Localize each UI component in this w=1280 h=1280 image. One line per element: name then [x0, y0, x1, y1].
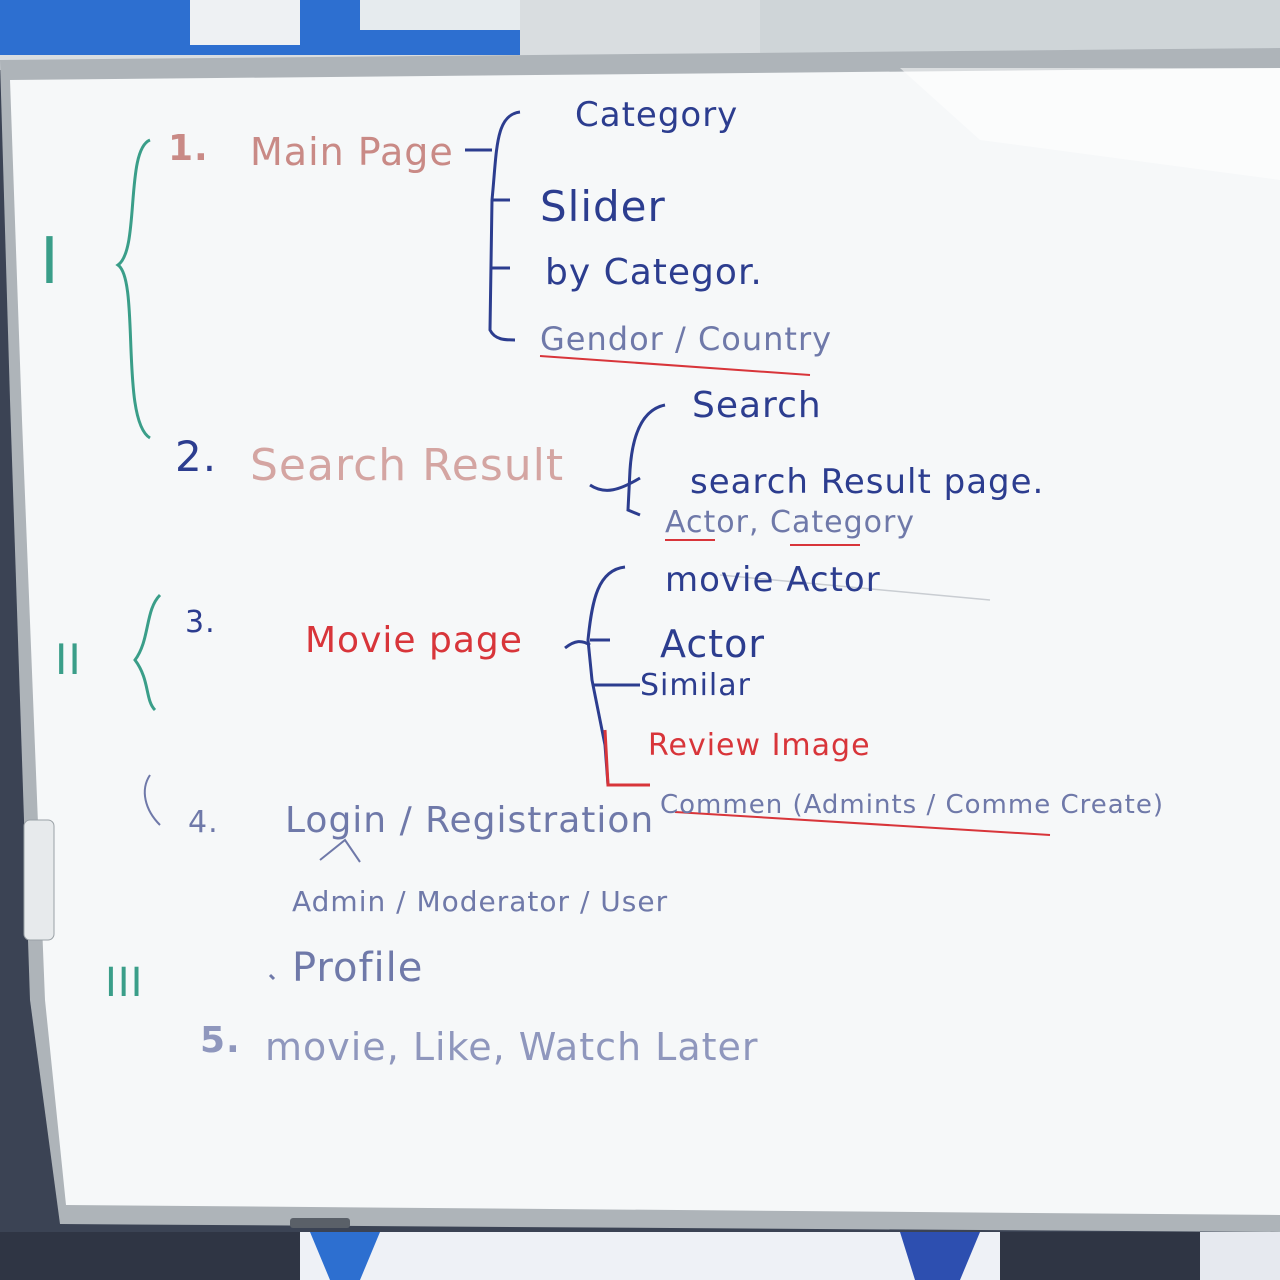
faint-line [719, 574, 991, 601]
search-result-child-1: Search [692, 385, 822, 426]
lower-poster-shape-2 [900, 1232, 980, 1280]
section-2-brace-lower [143, 774, 161, 826]
lower-poster-shape-1 [310, 1232, 380, 1280]
gender-country-underline [539, 355, 811, 376]
item-3-number: 3. [185, 605, 216, 640]
movie-page-child-3: Similar [640, 668, 751, 703]
section-1-numeral: I [40, 225, 60, 299]
board-surface [10, 68, 1280, 1215]
item-4-number: 4. [188, 805, 219, 840]
section-1-brace [115, 138, 151, 440]
main-page-child-4: Gendor / Country [540, 320, 833, 358]
poster-white-block [190, 0, 300, 45]
item-4-profile: Profile [292, 945, 424, 991]
movie-page-connector [564, 640, 591, 650]
item-5-text: movie, Like, Watch Later [265, 1025, 759, 1069]
movie-page-child-5: Commen (Admints / Comme Create) [660, 790, 1165, 820]
main-page-child-3: by Categor. [545, 252, 763, 293]
caret-mark [319, 838, 361, 863]
section-2-brace [133, 593, 162, 712]
marker-tray [290, 1218, 350, 1228]
movie-page-child-1: movie Actor [665, 560, 881, 600]
lower-poster-right [1200, 1232, 1280, 1280]
section-2-numeral: II [55, 635, 82, 684]
lower-poster [300, 1232, 1000, 1280]
item-4-title: Login / Registration [285, 800, 655, 841]
search-result-bracket [626, 403, 666, 517]
review-red-bracket [603, 729, 650, 787]
item-3-title: Movie page [305, 620, 523, 661]
movie-page-child-4: Review Image [648, 728, 871, 763]
item-1-title: Main Page [250, 130, 454, 174]
item-4-subtitle: Admin / Moderator / User [292, 885, 669, 918]
board-glare [900, 68, 1280, 180]
item-2-title: Search Result [250, 440, 565, 491]
section-3-numeral: III [105, 960, 144, 1006]
search-result-child-3: Actor, Category [665, 505, 916, 540]
main-page-child-2: Slider [540, 182, 666, 231]
movie-page-child-2: Actor [660, 622, 765, 666]
item-2-number: 2. [175, 432, 218, 481]
search-result-connector [589, 476, 641, 492]
main-page-child-1: Category [575, 95, 739, 135]
board-clamp [23, 819, 55, 941]
profile-bullet [268, 973, 276, 981]
poster-white-block-2 [360, 0, 520, 30]
search-result-child-2: search Result page. [690, 462, 1045, 502]
movie-page-bracket [586, 565, 650, 787]
comment-underline [674, 811, 1051, 836]
item-1-number: 1. [168, 128, 209, 169]
item-5-number: 5. [200, 1020, 241, 1061]
